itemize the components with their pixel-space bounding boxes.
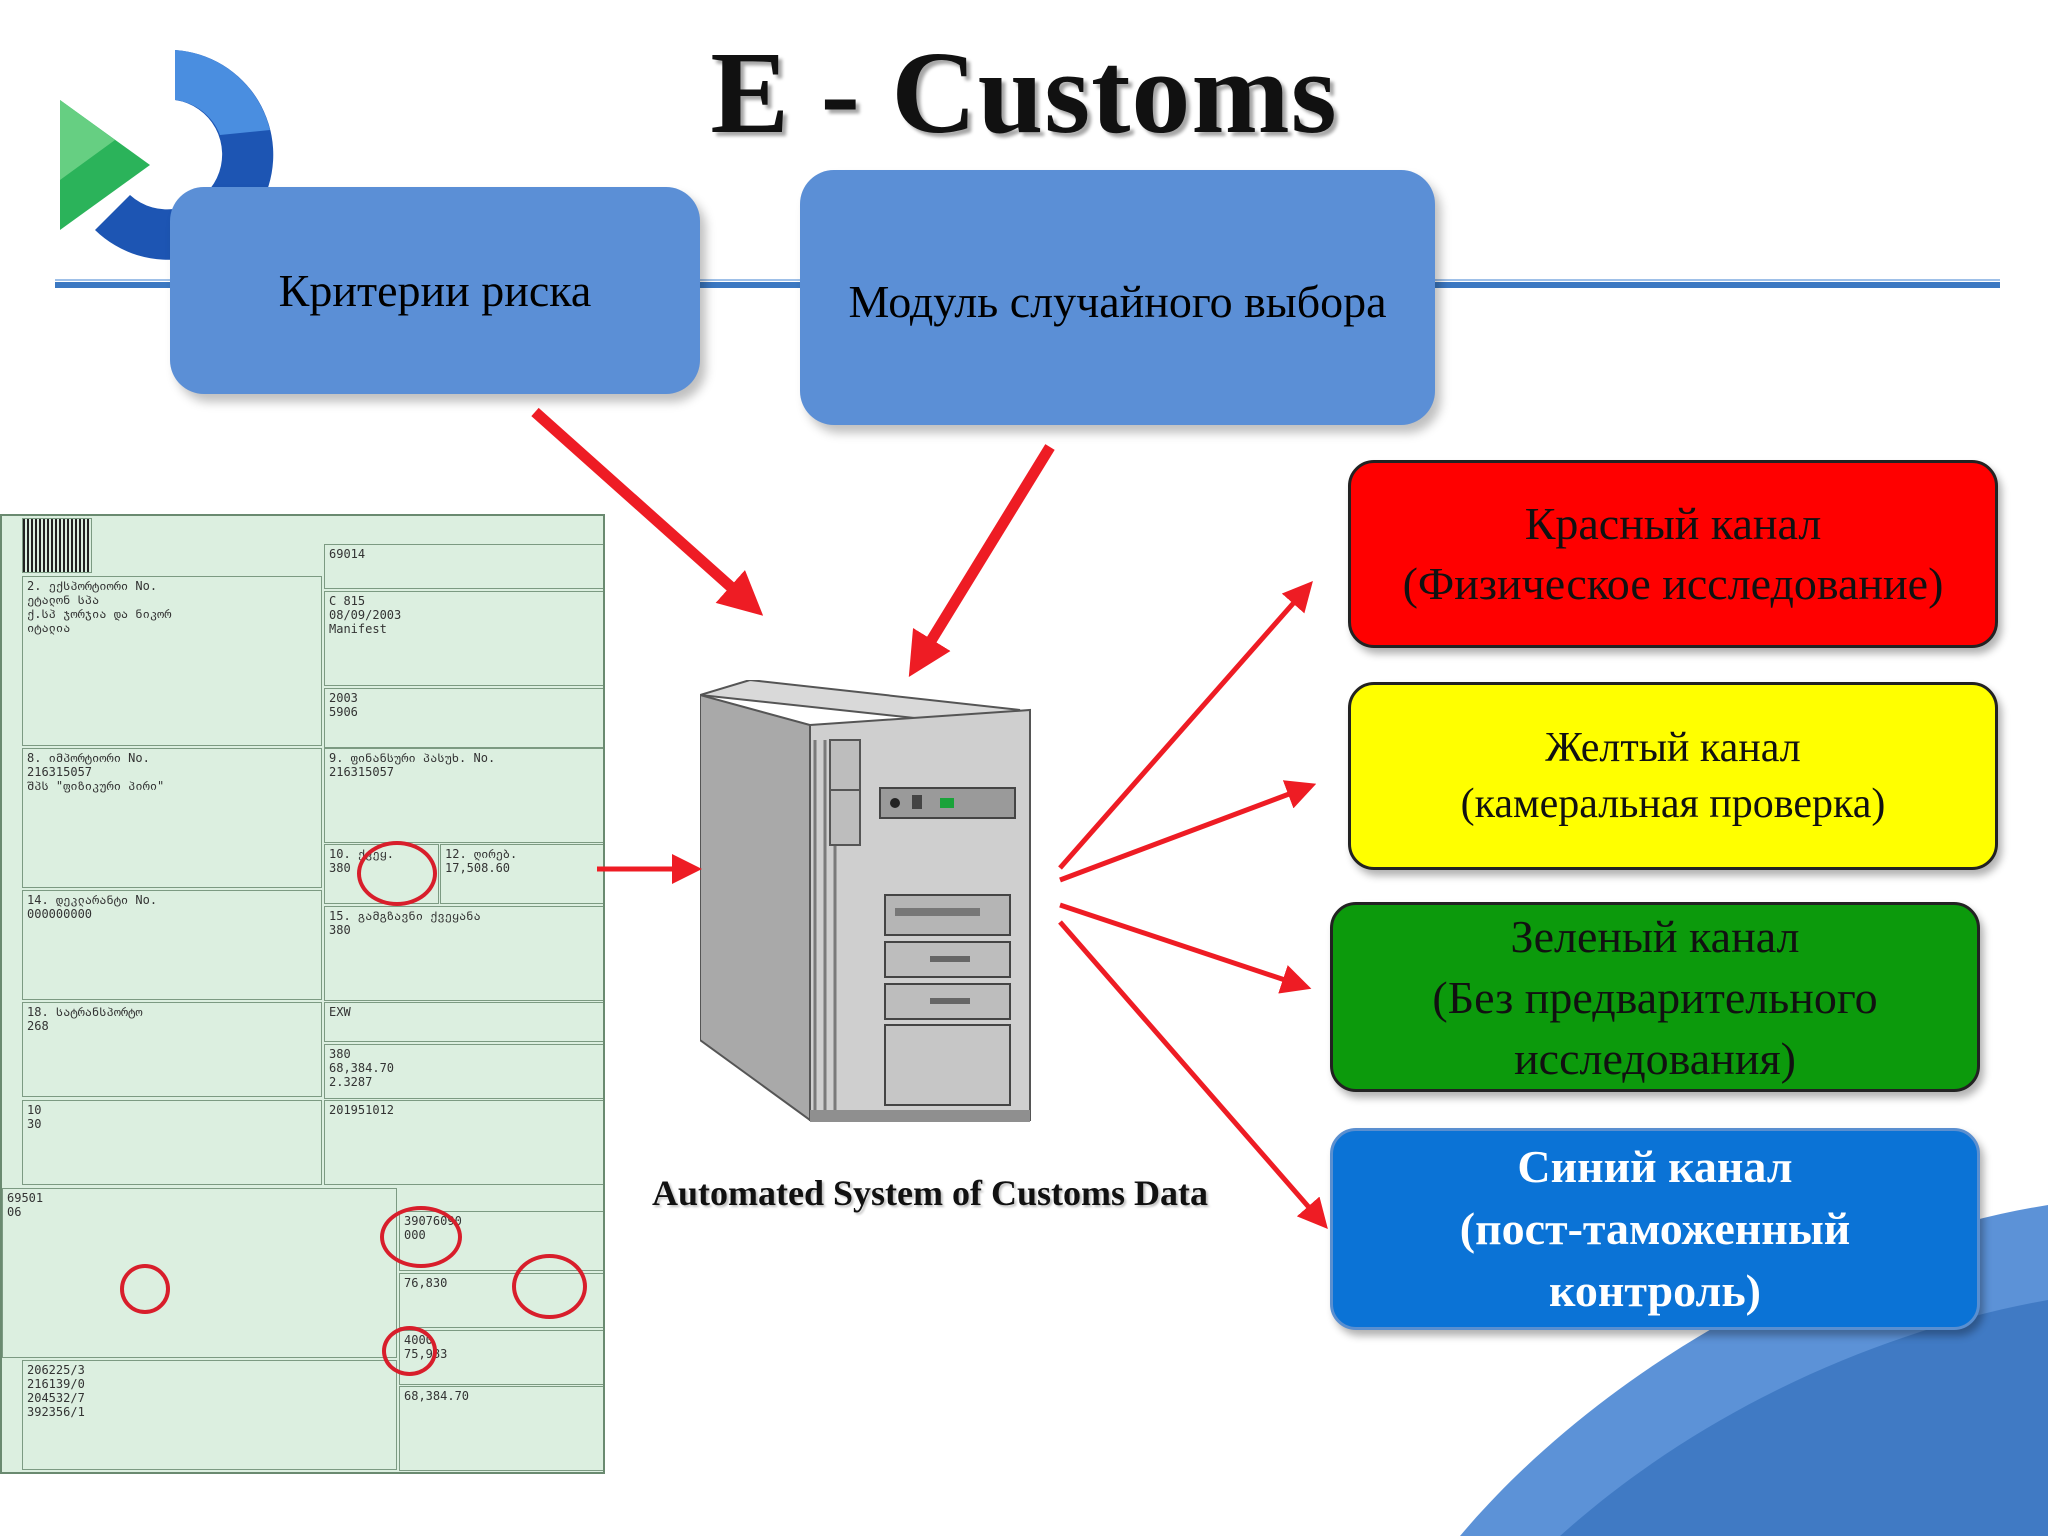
form-cell: EXW xyxy=(324,1002,603,1042)
form-cell: 76,830 xyxy=(399,1273,603,1328)
highlight-circle xyxy=(380,1206,462,1268)
blue-channel-box: Синий канал (пост-таможенный контроль) xyxy=(1330,1128,1980,1330)
blue-channel-desc-1: (пост-таможенный xyxy=(1459,1203,1851,1254)
page-title: E - Customs xyxy=(710,27,1338,158)
highlight-circle xyxy=(120,1264,170,1314)
form-cell: 9. ფინანსური პასუხ. No.216315057 xyxy=(324,748,603,843)
yellow-channel-box: Желтый канал (камеральная проверка) xyxy=(1348,682,1998,870)
highlight-circle xyxy=(357,841,437,906)
blue-channel-title: Синий канал xyxy=(1517,1141,1793,1192)
automated-system-label: Automated System of Customs Data xyxy=(652,1173,1208,1213)
yellow-channel-title: Желтый канал xyxy=(1545,725,1801,771)
risk-criteria-label: Критерии риска xyxy=(278,265,592,316)
highlight-circle xyxy=(382,1326,437,1376)
form-barcode xyxy=(22,518,92,573)
red-channel-title: Красный канал xyxy=(1524,498,1822,549)
random-selection-box: Модуль случайного выбора xyxy=(800,170,1435,425)
red-channel-desc: (Физическое исследование) xyxy=(1402,558,1944,609)
form-cell: 69014 xyxy=(324,544,603,589)
highlight-circle xyxy=(512,1254,587,1319)
form-cell: 14. დეკლარანტი No.000000000 xyxy=(22,890,322,1000)
form-cell: 68,384.70 xyxy=(399,1386,603,1471)
green-channel-desc-1: (Без предварительного xyxy=(1432,971,1878,1023)
yellow-channel-desc: (камеральная проверка) xyxy=(1460,781,1886,827)
form-cell: 12. ღირებ.17,508.60 xyxy=(440,844,603,904)
blue-channel-desc-2: контроль) xyxy=(1549,1265,1761,1316)
green-channel-desc-2: исследования) xyxy=(1514,1032,1796,1084)
risk-criteria-box: Критерии риска xyxy=(170,187,700,394)
green-channel-title: Зеленый канал xyxy=(1510,910,1800,962)
form-cell: 201951012 xyxy=(324,1100,603,1185)
random-selection-label: Модуль случайного выбора xyxy=(848,276,1387,327)
green-channel-box: Зеленый канал (Без предварительного иссл… xyxy=(1330,902,1980,1092)
server-computer-icon xyxy=(700,680,1031,1122)
red-channel-box: Красный канал (Физическое исследование) xyxy=(1348,460,1998,648)
